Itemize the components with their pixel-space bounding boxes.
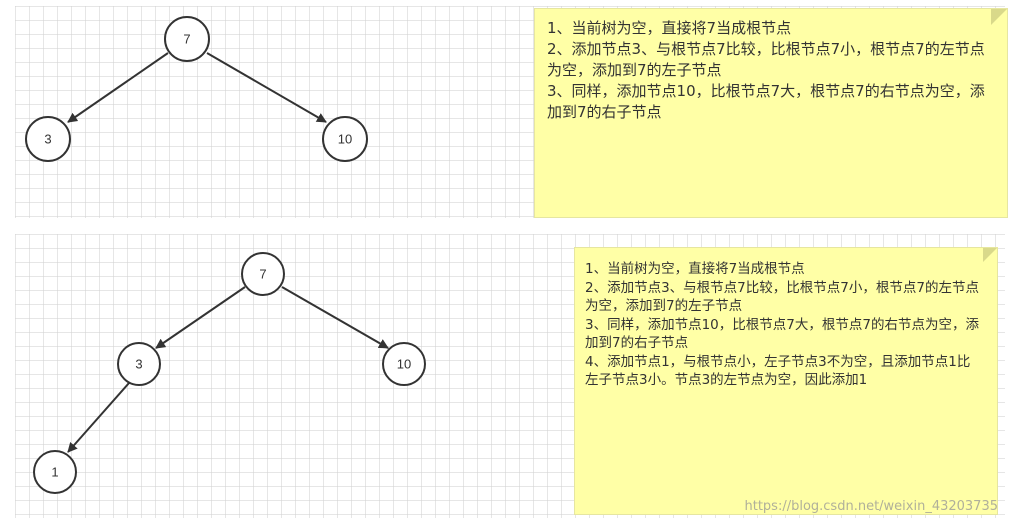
watermark-text: https://blog.csdn.net/weixin_43203735 [744,499,998,514]
edge-3-to-1 [67,382,130,453]
note-step-3: 3、同样，添加节点10，比根节点7大，根节点7的右节点为空，添加到7的右子节点 [585,316,979,352]
node-left: 3 [25,116,71,162]
note-step-1: 1、当前树为空，直接将7当成根节点 [547,19,792,37]
note-fold-corner [983,248,997,262]
note-fold-corner [991,9,1007,25]
node-left-left: 1 [33,450,77,494]
node-root: 7 [241,252,285,296]
edge-7-to-3 [67,52,169,123]
edge-7-to-10 [206,52,327,123]
node-right: 10 [382,342,426,386]
edge-7-to-3 [155,286,246,349]
node-right-label: 10 [397,357,411,372]
note-step-2: 2、添加节点3、与根节点7比较，比根节点7小，根节点7的左节点为空，添加到7的左… [547,40,985,79]
edge-7-to-10 [281,286,389,349]
node-left: 3 [117,342,161,386]
node-root-label: 7 [183,32,190,47]
note-step-4: 4、添加节点1，与根节点小，左子节点3不为空，且添加节点1比左子节点3小。节点3… [585,353,971,389]
node-root-label: 7 [259,267,266,282]
node-left-label: 3 [135,357,142,372]
note-step-2: 2、添加节点3、与根节点7比较，比根节点7小，根节点7的左节点为空，添加到7的左… [585,279,979,315]
note-step-1: 1、当前树为空，直接将7当成根节点 [585,261,805,277]
node-left-label: 3 [44,132,51,147]
node-right: 10 [322,116,368,162]
top-explanation-note: 1、当前树为空，直接将7当成根节点 2、添加节点3、与根节点7比较，比根节点7小… [534,8,1008,218]
note-step-3: 3、同样，添加节点10，比根节点7大，根节点7的右节点为空，添加到7的右子节点 [547,82,985,121]
node-left-left-label: 1 [51,465,58,480]
bottom-explanation-note: 1、当前树为空，直接将7当成根节点 2、添加节点3、与根节点7比较，比根节点7小… [574,247,998,515]
node-right-label: 10 [338,132,352,147]
node-root: 7 [164,16,210,62]
